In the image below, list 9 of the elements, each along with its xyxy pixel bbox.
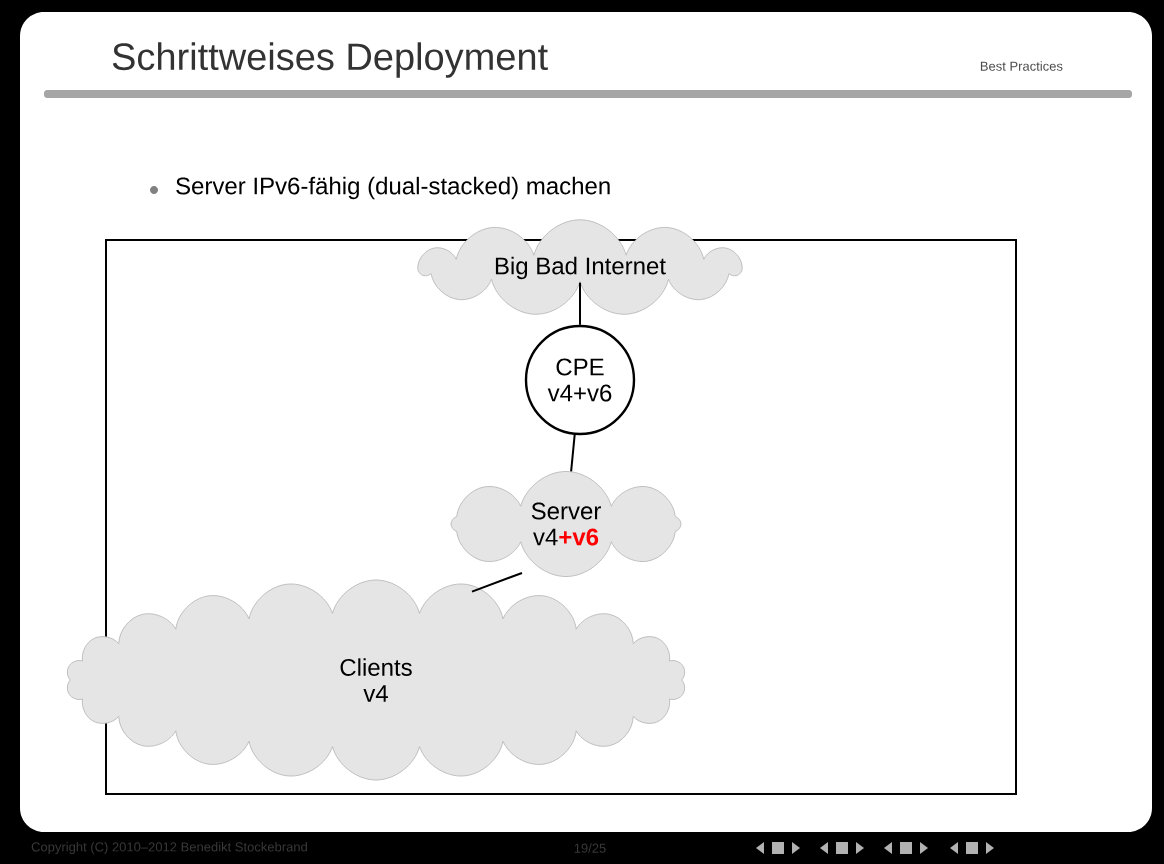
cloud-node: Clients v4 xyxy=(67,579,685,781)
cloud-node: Server v4+v6 xyxy=(450,471,682,577)
circle-node: CPE v4+v6 xyxy=(524,324,636,436)
bullet-text: Server IPv6-fähig (dual-stacked) machen xyxy=(176,176,610,200)
slide-title: Schrittweises Deployment xyxy=(112,42,548,78)
connector-line xyxy=(471,571,523,593)
cloud-node: Big Bad Internet xyxy=(417,219,743,315)
connector-line xyxy=(579,281,581,326)
connector-line xyxy=(570,433,576,473)
